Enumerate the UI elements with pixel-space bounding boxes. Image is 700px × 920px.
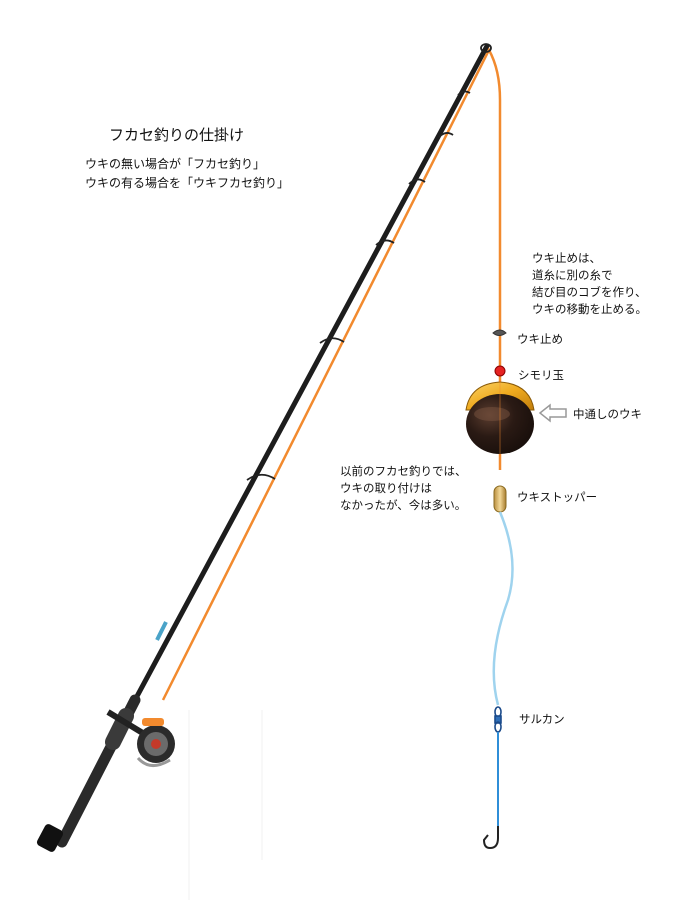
diagram-title: フカセ釣りの仕掛け <box>109 126 245 144</box>
float-stopper <box>493 485 507 513</box>
arrow-left-icon <box>538 403 567 423</box>
note-line: 結び目のコブを作り、 <box>532 285 647 299</box>
label-float-stopper: ウキストッパー <box>517 490 598 504</box>
rod-guides <box>246 43 492 481</box>
main-line <box>161 47 502 701</box>
hook-icon <box>482 826 499 850</box>
note-line: ウキの取り付けは <box>340 481 432 495</box>
leader-line <box>492 511 514 706</box>
note-line: ウキ止めは、 <box>532 251 601 265</box>
intro-text: ウキの無い場合が「フカセ釣り」 ウキの有る場合を「ウキフカセ釣り」 <box>85 155 289 193</box>
note-line: ウキの移動を止める。 <box>532 302 647 316</box>
float-stop-note: ウキ止めは、 道糸に別の糸で 結び目のコブを作り、 ウキの移動を止める。 <box>532 250 647 318</box>
label-float-stop: ウキ止め <box>517 332 563 346</box>
label-swivel: サルカン <box>519 712 565 726</box>
float-stop-knot <box>492 329 507 336</box>
faint-background-lines <box>188 710 263 900</box>
reel-icon <box>106 709 175 767</box>
note-line: 道糸に別の糸で <box>532 268 613 282</box>
note-line: 以前のフカセ釣りでは、 <box>340 464 467 478</box>
note-line: なかったが、今は多い。 <box>340 498 467 512</box>
label-through-float: 中通しのウキ <box>573 407 642 421</box>
swivel-icon <box>494 706 502 733</box>
intro-line: ウキの無い場合が「フカセ釣り」 <box>85 157 266 171</box>
history-note: 以前のフカセ釣りでは、 ウキの取り付けは なかったが、今は多い。 <box>340 463 467 514</box>
through-float <box>465 378 535 456</box>
intro-line: ウキの有る場合を「ウキフカセ釣り」 <box>85 176 290 190</box>
shimori-bead <box>494 365 506 377</box>
rod-butt-cap <box>36 824 64 852</box>
label-shimori-bead: シモリ玉 <box>518 368 564 382</box>
